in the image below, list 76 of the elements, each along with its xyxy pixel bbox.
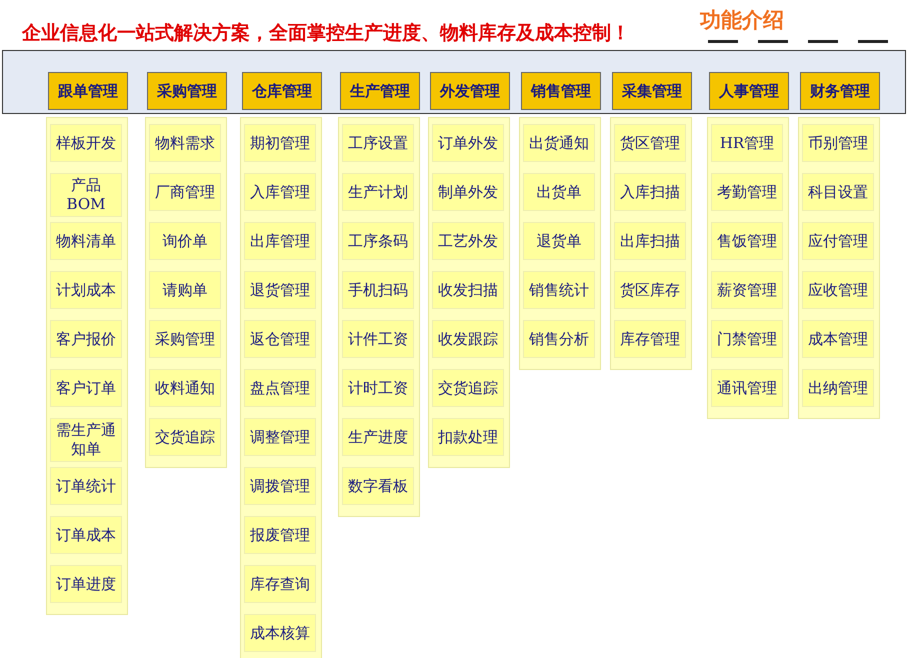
module-header: 外发管理: [430, 72, 510, 110]
function-item: 物料清单: [50, 222, 122, 260]
function-item: 收发跟踪: [432, 320, 504, 358]
function-item: 出纳管理: [802, 369, 874, 407]
function-item: 销售分析: [523, 320, 595, 358]
module-header: 仓库管理: [242, 72, 322, 110]
function-item: 应收管理: [802, 271, 874, 309]
function-item: 产品BOM: [50, 173, 122, 217]
module-header: 跟单管理: [48, 72, 128, 110]
function-item: 入库扫描: [614, 173, 686, 211]
function-item: 应付管理: [802, 222, 874, 260]
function-item: 门禁管理: [711, 320, 783, 358]
function-item: 工序设置: [342, 124, 414, 162]
module-header: 人事管理: [709, 72, 789, 110]
function-item: 询价单: [149, 222, 221, 260]
function-item: 盘点管理: [244, 369, 316, 407]
function-item: 制单外发: [432, 173, 504, 211]
function-item: 库存管理: [614, 320, 686, 358]
function-item: 薪资管理: [711, 271, 783, 309]
function-item: 生产进度: [342, 418, 414, 456]
function-item: 样板开发: [50, 124, 122, 162]
function-item: 报废管理: [244, 516, 316, 554]
function-item: 交货追踪: [432, 369, 504, 407]
function-item: 成本核算: [244, 614, 316, 652]
function-item: 成本管理: [802, 320, 874, 358]
function-item: 订单成本: [50, 516, 122, 554]
function-item: 库存查询: [244, 565, 316, 603]
function-item: 出货通知: [523, 124, 595, 162]
function-item: 期初管理: [244, 124, 316, 162]
function-item: 订单进度: [50, 565, 122, 603]
function-item: 数字看板: [342, 467, 414, 505]
module-header: 财务管理: [800, 72, 880, 110]
function-item: 货区库存: [614, 271, 686, 309]
function-item: 客户报价: [50, 320, 122, 358]
function-item: 订单统计: [50, 467, 122, 505]
function-item: 计件工资: [342, 320, 414, 358]
function-item: 货区管理: [614, 124, 686, 162]
module-header: 采购管理: [147, 72, 227, 110]
function-item: 交货追踪: [149, 418, 221, 456]
function-item: 计划成本: [50, 271, 122, 309]
function-item: HR管理: [711, 124, 783, 162]
function-item: 物料需求: [149, 124, 221, 162]
title-text: 企业信息化一站式解决方案，全面掌控生产进度、物料库存及成本控制！: [22, 21, 630, 46]
function-item: 手机扫码: [342, 271, 414, 309]
function-item: 收料通知: [149, 369, 221, 407]
function-item: 调拨管理: [244, 467, 316, 505]
function-item: 通讯管理: [711, 369, 783, 407]
function-item: 收发扫描: [432, 271, 504, 309]
function-item: 扣款处理: [432, 418, 504, 456]
function-item: 币别管理: [802, 124, 874, 162]
function-item: 出库扫描: [614, 222, 686, 260]
function-item: 计时工资: [342, 369, 414, 407]
function-item: 调整管理: [244, 418, 316, 456]
function-item: 厂商管理: [149, 173, 221, 211]
subtitle-text: 功能介绍: [700, 6, 784, 34]
function-item: 入库管理: [244, 173, 316, 211]
function-item: 售饭管理: [711, 222, 783, 260]
function-item: 客户订单: [50, 369, 122, 407]
function-item: 科目设置: [802, 173, 874, 211]
function-item: 考勤管理: [711, 173, 783, 211]
function-item: 工艺外发: [432, 222, 504, 260]
module-header: 采集管理: [612, 72, 692, 110]
function-item: 返仓管理: [244, 320, 316, 358]
function-item: 销售统计: [523, 271, 595, 309]
function-item: 需生产通知单: [50, 418, 122, 462]
function-item: 生产计划: [342, 173, 414, 211]
function-item: 工序条码: [342, 222, 414, 260]
module-header: 生产管理: [340, 72, 420, 110]
function-item: 请购单: [149, 271, 221, 309]
module-header: 销售管理: [521, 72, 601, 110]
function-item: 订单外发: [432, 124, 504, 162]
function-item: 出货单: [523, 173, 595, 211]
function-item: 退货单: [523, 222, 595, 260]
function-item: 采购管理: [149, 320, 221, 358]
function-item: 出库管理: [244, 222, 316, 260]
function-item: 退货管理: [244, 271, 316, 309]
